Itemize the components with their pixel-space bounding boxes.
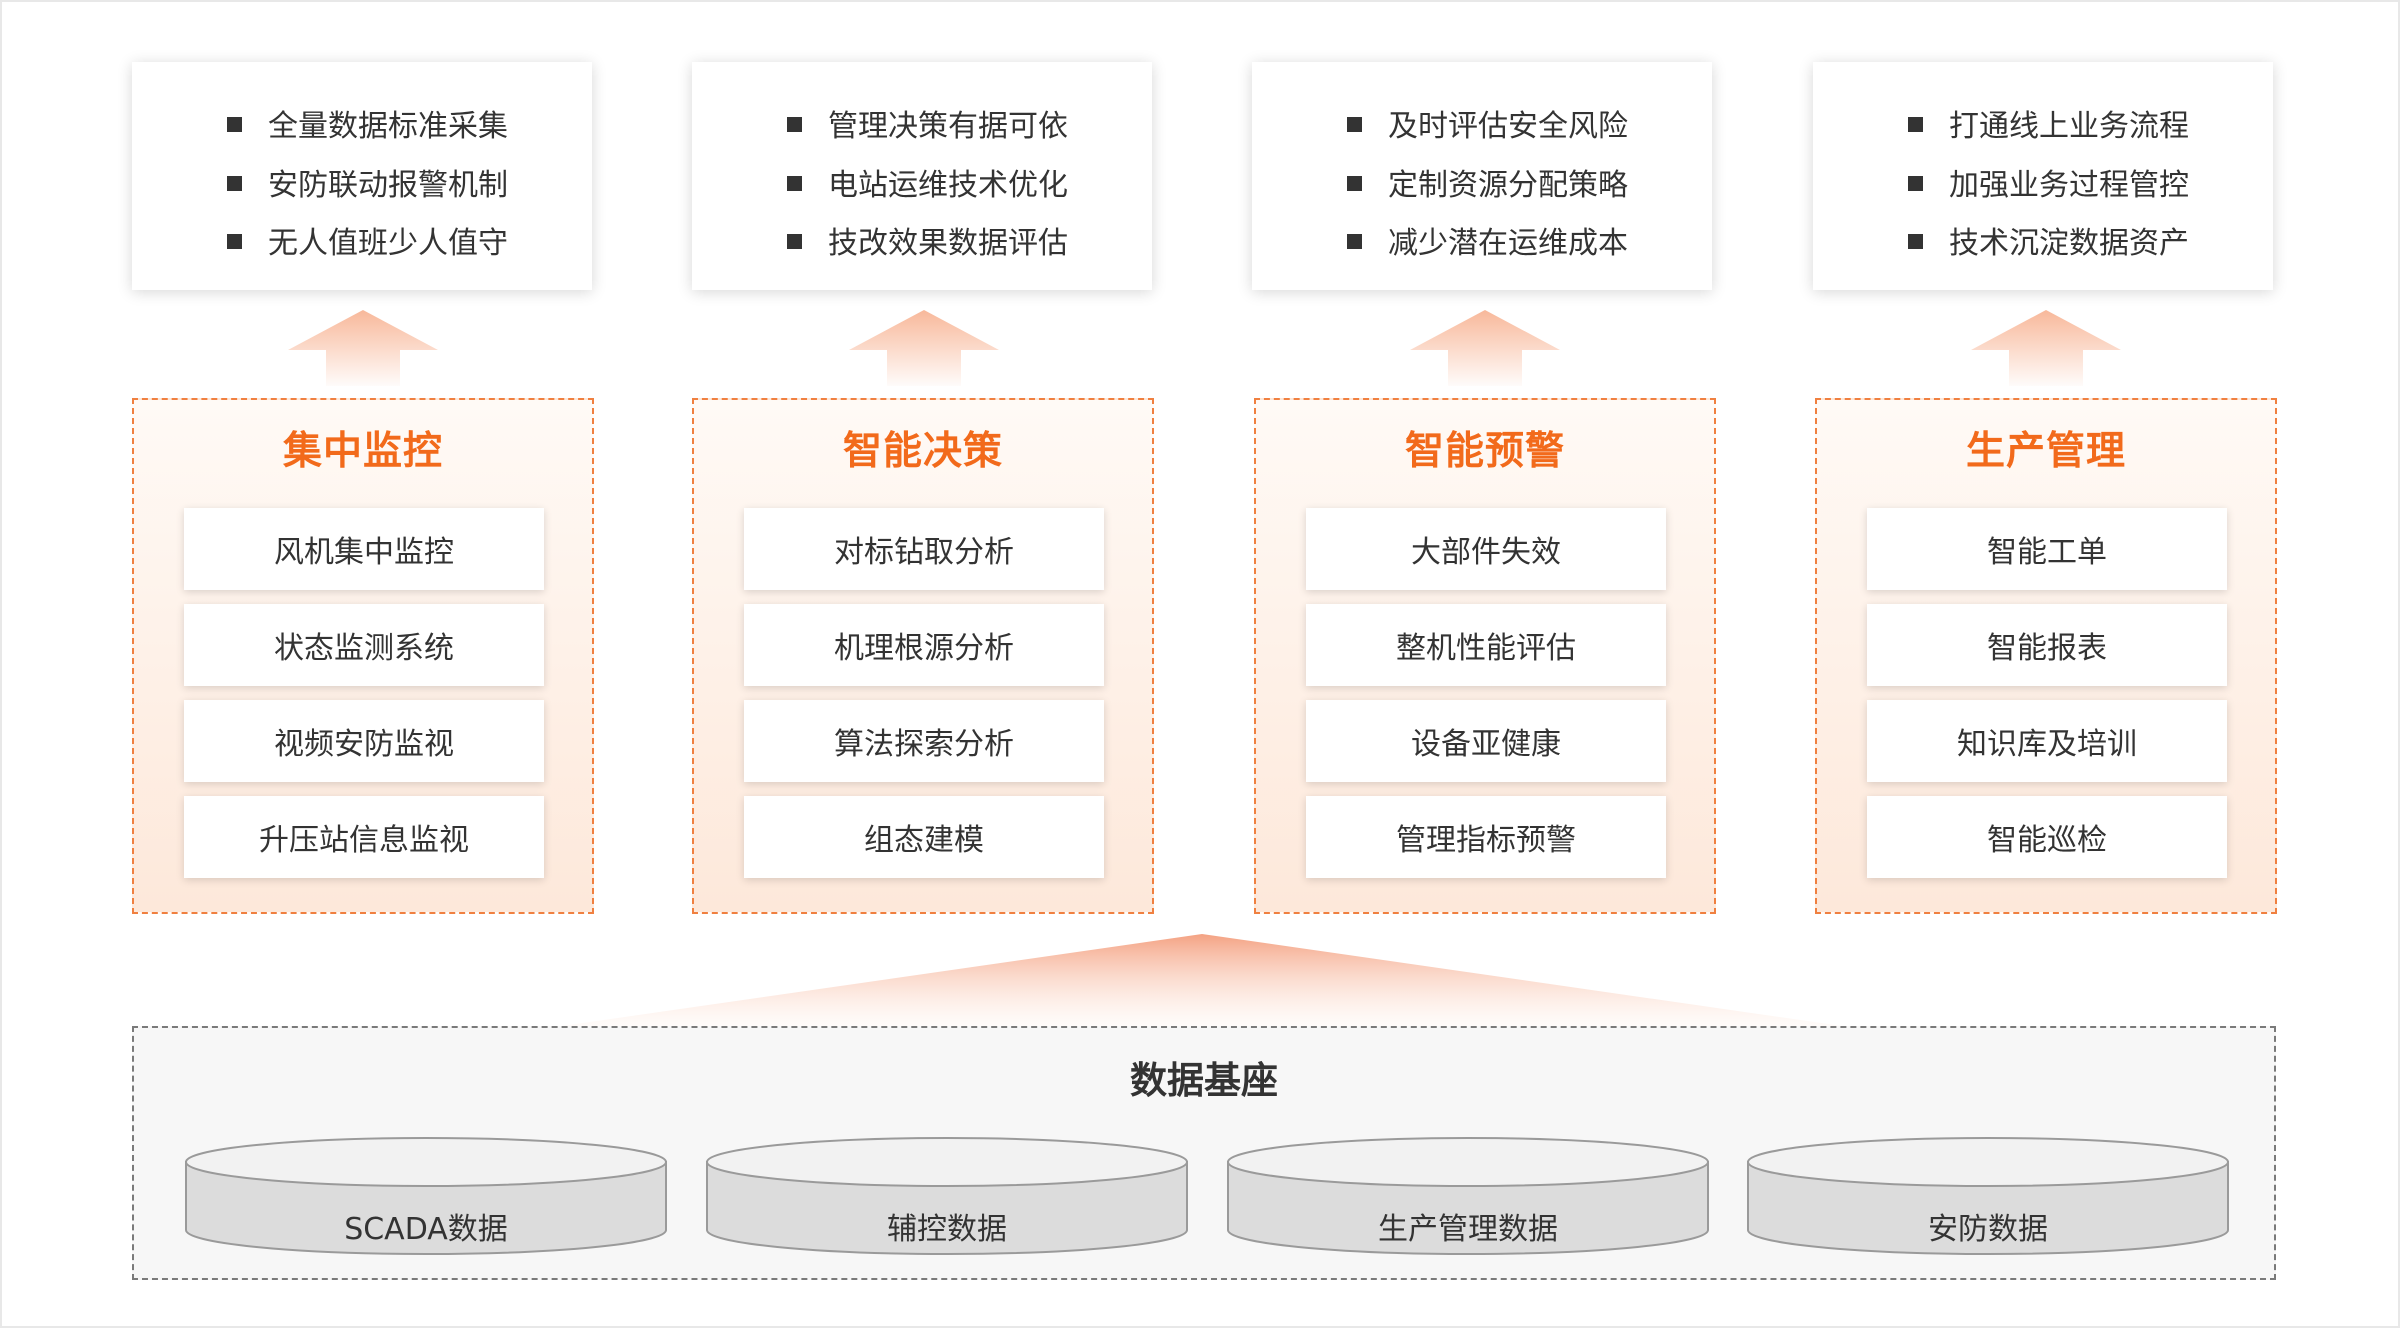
function-item[interactable]: 算法探索分析 — [744, 700, 1104, 782]
function-item[interactable]: 知识库及培训 — [1867, 700, 2227, 782]
benefit-item: 定制资源分配策略 — [1347, 157, 1712, 216]
benefit-text: 管理决策有据可依 — [828, 109, 1068, 144]
function-item[interactable]: 状态监测系统 — [184, 604, 544, 686]
benefit-card-4: 打通线上业务流程 加强业务过程管控 技术沉淀数据资产 — [1813, 62, 2273, 290]
module-intelligent-decision: 智能决策 对标钻取分析 机理根源分析 算法探索分析 组态建模 — [692, 398, 1154, 914]
benefit-text: 定制资源分配策略 — [1388, 167, 1628, 203]
benefit-text: 及时评估安全风险 — [1388, 109, 1628, 144]
benefit-item: 无人值班少人值守 — [227, 215, 592, 274]
function-item[interactable]: 对标钻取分析 — [744, 508, 1104, 590]
database-cylinder[interactable]: 生产管理数据 — [1226, 1136, 1710, 1256]
benefit-text: 技术沉淀数据资产 — [1949, 226, 2189, 261]
module-intelligent-warning: 智能预警 大部件失效 整机性能评估 设备亚健康 管理指标预警 — [1254, 398, 1716, 914]
square-bullet-icon — [787, 234, 802, 249]
square-bullet-icon — [787, 117, 802, 132]
square-bullet-icon — [227, 175, 242, 191]
function-item[interactable]: 机理根源分析 — [744, 604, 1104, 686]
benefit-item: 全量数据标准采集 — [227, 98, 592, 157]
benefit-card-3: 及时评估安全风险 定制资源分配策略 减少潜在运维成本 — [1252, 62, 1712, 290]
module-title: 智能决策 — [842, 429, 1003, 474]
function-item[interactable]: 管理指标预警 — [1306, 796, 1666, 878]
database-label: 安防数据 — [1928, 1212, 2048, 1247]
support-fan-shape — [562, 934, 1842, 1026]
database-icon — [1747, 1137, 2229, 1255]
benefit-text: 安防联动报警机制 — [268, 167, 508, 203]
benefit-item: 电站运维技术优化 — [787, 157, 1152, 216]
square-bullet-icon — [227, 234, 242, 249]
database-icon — [706, 1137, 1188, 1255]
database-label: 辅控数据 — [887, 1212, 1007, 1247]
database-icon — [1227, 1137, 1709, 1255]
function-item[interactable]: 升压站信息监视 — [184, 796, 544, 878]
benefit-text: 减少潜在运维成本 — [1388, 226, 1628, 261]
benefit-text: 电站运维技术优化 — [828, 167, 1068, 203]
benefit-item: 减少潜在运维成本 — [1347, 215, 1712, 274]
module-title: 智能预警 — [1404, 429, 1565, 474]
square-bullet-icon — [1347, 234, 1362, 249]
up-arrow-icon — [1971, 310, 2121, 386]
module-title: 集中监控 — [282, 429, 443, 474]
benefit-item: 技术沉淀数据资产 — [1908, 215, 2273, 274]
benefit-item: 技改效果数据评估 — [787, 215, 1152, 274]
database-icon — [185, 1137, 667, 1255]
square-bullet-icon — [787, 175, 802, 191]
database-cylinder[interactable]: 安防数据 — [1746, 1136, 2230, 1256]
module-production-management: 生产管理 智能工单 智能报表 知识库及培训 智能巡检 — [1815, 398, 2277, 914]
module-title: 生产管理 — [1965, 429, 2126, 474]
up-arrow-icon — [1410, 310, 1560, 386]
benefit-item: 安防联动报警机制 — [227, 157, 592, 216]
function-item[interactable]: 组态建模 — [744, 796, 1104, 878]
benefit-item: 管理决策有据可依 — [787, 98, 1152, 157]
function-item[interactable]: 整机性能评估 — [1306, 604, 1666, 686]
benefit-text: 无人值班少人值守 — [268, 226, 508, 261]
function-item[interactable]: 智能报表 — [1867, 604, 2227, 686]
module-centralized-monitoring: 集中监控 风机集中监控 状态监测系统 视频安防监视 升压站信息监视 — [132, 398, 594, 914]
function-item[interactable]: 设备亚健康 — [1306, 700, 1666, 782]
database-cylinder[interactable]: 辅控数据 — [705, 1136, 1189, 1256]
up-arrow-icon — [288, 310, 438, 386]
square-bullet-icon — [227, 117, 242, 132]
benefit-item: 加强业务过程管控 — [1908, 157, 2273, 216]
up-arrow-icon — [849, 310, 999, 386]
function-item[interactable]: 风机集中监控 — [184, 508, 544, 590]
function-item[interactable]: 智能工单 — [1867, 508, 2227, 590]
square-bullet-icon — [1908, 234, 1923, 249]
square-bullet-icon — [1908, 117, 1923, 132]
benefit-text: 打通线上业务流程 — [1949, 109, 2189, 144]
database-label: SCADA数据 — [344, 1212, 508, 1247]
function-item[interactable]: 视频安防监视 — [184, 700, 544, 782]
data-base-title: 数据基座 — [1130, 1059, 1278, 1102]
database-cylinder[interactable]: SCADA数据 — [184, 1136, 668, 1256]
benefit-card-1: 全量数据标准采集 安防联动报警机制 无人值班少人值守 — [132, 62, 592, 290]
database-label: 生产管理数据 — [1378, 1212, 1558, 1247]
benefit-text: 加强业务过程管控 — [1949, 167, 2189, 203]
benefit-text: 全量数据标准采集 — [268, 109, 508, 144]
benefit-text: 技改效果数据评估 — [828, 226, 1068, 261]
benefit-card-2: 管理决策有据可依 电站运维技术优化 技改效果数据评估 — [692, 62, 1152, 290]
benefit-item: 及时评估安全风险 — [1347, 98, 1712, 157]
square-bullet-icon — [1908, 175, 1923, 191]
square-bullet-icon — [1347, 175, 1362, 191]
benefit-item: 打通线上业务流程 — [1908, 98, 2273, 157]
data-base-panel: 数据基座 SCADA数据 辅控数据 生产管理数据 — [132, 1026, 2276, 1280]
square-bullet-icon — [1347, 117, 1362, 132]
function-item[interactable]: 智能巡检 — [1867, 796, 2227, 878]
function-item[interactable]: 大部件失效 — [1306, 508, 1666, 590]
